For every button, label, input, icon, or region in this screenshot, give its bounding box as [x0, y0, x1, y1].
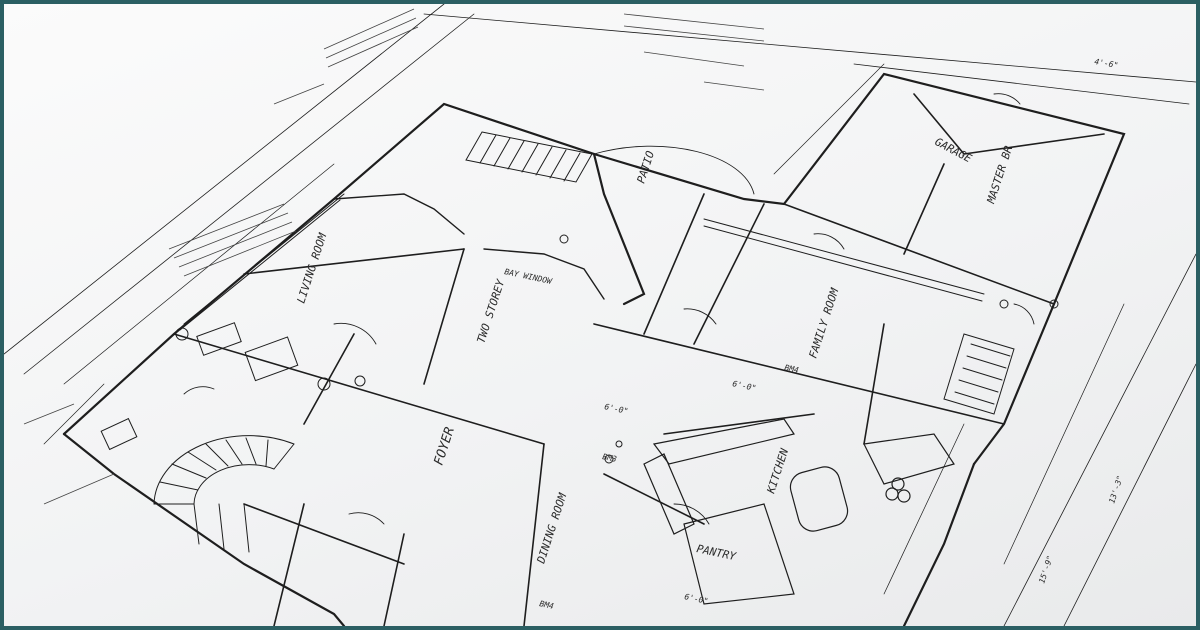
callout-beam-3: BM4: [539, 599, 555, 611]
image-frame: LIVING ROOM TWO STOREY FOYER DINING ROOM…: [4, 4, 1196, 626]
label-family-room: FAMILY ROOM: [806, 286, 841, 360]
straight-stair: [465, 131, 593, 183]
dimension-lines: [4, 4, 1196, 626]
kitchen-counters: [643, 418, 955, 535]
callout-beam-1: BM4: [784, 363, 800, 375]
double-walls: [179, 193, 985, 331]
callout-dim-4: 15'-9": [1037, 554, 1054, 584]
callout-dim-1: 6'-0": [604, 402, 629, 416]
label-bay-window: BAY WINDOW: [504, 267, 554, 286]
label-kitchen: KITCHEN: [764, 446, 791, 495]
exterior-walls: [62, 72, 1126, 626]
callout-dim-6: 6'-0": [684, 592, 709, 606]
door-swings: [183, 93, 1035, 525]
column-marks: [559, 234, 1059, 464]
label-dining-room: DINING ROOM: [534, 491, 569, 566]
label-pantry: PANTRY: [695, 542, 738, 563]
dimension-ticks: [43, 63, 1125, 595]
label-two-storey: TWO STOREY: [474, 277, 507, 345]
callout-dim-5: 13'-3": [1107, 474, 1124, 504]
callout-dim-3: 4'-6": [1094, 57, 1119, 70]
utility-fixtures: [100, 322, 366, 451]
floor-plan-drawing: LIVING ROOM TWO STOREY FOYER DINING ROOM…: [4, 4, 1196, 626]
rear-stair: [943, 333, 1015, 415]
blueprint-paper: [4, 4, 1196, 626]
label-master-bedroom: MASTER BR: [984, 144, 1015, 206]
label-foyer: FOYER: [432, 425, 458, 467]
callout-beam-2: BM3: [602, 452, 618, 464]
pantry-walls: [683, 503, 795, 605]
curved-stair: [153, 435, 295, 553]
annotation-notes: [23, 8, 765, 505]
interior-walls: [173, 93, 1105, 626]
label-garage: GARAGE: [933, 135, 975, 165]
bay-window: [333, 193, 605, 300]
callout-dim-2: 6'-0": [732, 379, 757, 393]
